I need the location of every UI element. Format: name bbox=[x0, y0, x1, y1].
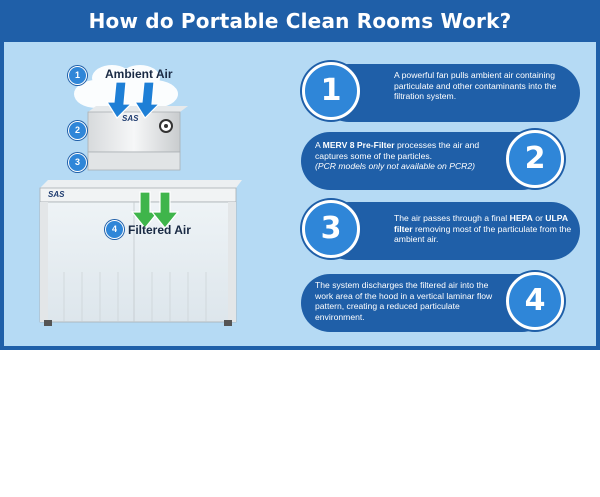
step-2-text-segment: A bbox=[315, 140, 323, 150]
brand-logo-hood: SAS bbox=[48, 190, 65, 199]
callout-3: 3 bbox=[68, 153, 87, 172]
step-2-text-segment: (PCR models only not available on PCR2) bbox=[315, 161, 476, 171]
step-3-text-segment: The air passes through a final bbox=[394, 213, 510, 223]
step-3-text-segment: HEPA bbox=[509, 213, 533, 223]
step-3-badge: 3 bbox=[302, 200, 360, 258]
output-arrows bbox=[130, 191, 180, 229]
step-4-text-segment: The system discharges the filtered air i… bbox=[315, 280, 493, 322]
step-4-badge: 4 bbox=[506, 272, 564, 330]
callout-4: 4 bbox=[105, 220, 124, 239]
content-panel: SAS SAS 1 Ambient Air 2 3 4 Filtered Air… bbox=[4, 42, 596, 346]
brand-logo-top: SAS bbox=[122, 114, 139, 123]
step-3-text-segment: or bbox=[532, 213, 546, 223]
step-2-text: A MERV 8 Pre-Filter processes the air an… bbox=[315, 140, 501, 172]
fan-housing bbox=[87, 106, 188, 171]
callout-1: 1 bbox=[68, 66, 87, 85]
step-2-text-segment: MERV 8 Pre-Filter bbox=[322, 140, 395, 150]
step-3-text-segment: ULPA filter bbox=[394, 213, 568, 234]
callout-2: 2 bbox=[68, 121, 87, 140]
ambient-air-label: Ambient Air bbox=[105, 67, 173, 81]
hood-body bbox=[39, 180, 242, 326]
clean-room-illustration bbox=[39, 65, 242, 326]
intake-arrows bbox=[105, 81, 161, 119]
step-2-badge: 2 bbox=[506, 130, 564, 188]
step-1-text-segment: A powerful fan pulls ambient air contain… bbox=[394, 70, 557, 101]
step-1-pill bbox=[320, 64, 580, 122]
step-3-pill bbox=[320, 202, 580, 260]
step-3-text: The air passes through a final HEPA or U… bbox=[394, 213, 576, 245]
step-2-text-segment: processes the air and captures some of t… bbox=[315, 140, 480, 161]
step-4-text: The system discharges the filtered air i… bbox=[315, 280, 501, 322]
filtered-air-label: Filtered Air bbox=[128, 223, 191, 237]
step-1-text: A powerful fan pulls ambient air contain… bbox=[394, 70, 576, 102]
page-title: How do Portable Clean Rooms Work? bbox=[88, 9, 512, 33]
step-1-badge: 1 bbox=[302, 62, 360, 120]
step-3-text-segment: removing most of the particulate from th… bbox=[394, 223, 572, 245]
infographic-frame: How do Portable Clean Rooms Work? bbox=[0, 0, 600, 350]
